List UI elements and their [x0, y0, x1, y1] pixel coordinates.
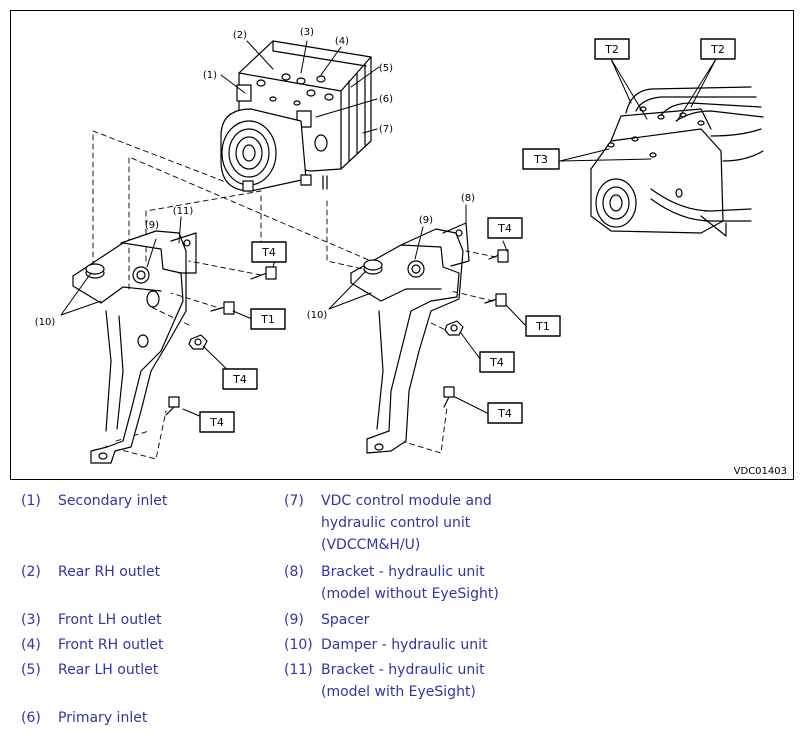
legend-text: Rear RH outlet [58, 564, 161, 580]
inset-pipe-assembly [590, 86, 764, 237]
torque-tag: T1 [535, 320, 550, 333]
callout: (10) [307, 310, 328, 321]
torque-tag: T2 [710, 43, 725, 56]
callout: (11) [173, 206, 194, 217]
legend-text: hydraulic control unit [321, 515, 471, 531]
legend-number: (2) [21, 564, 41, 580]
legend-text: Damper - hydraulic unit [321, 637, 488, 653]
torque-tag: T2 [604, 43, 619, 56]
legend-text: (model without EyeSight) [321, 586, 499, 602]
legend-text: VDC control module and [321, 493, 492, 509]
legend-text: Bracket - hydraulic unit [321, 564, 485, 580]
torque-tag: T1 [260, 313, 275, 326]
legend-number: (7) [284, 493, 304, 509]
callout: (8) [461, 193, 475, 204]
legend-number: (4) [21, 637, 41, 653]
legend-text: Front LH outlet [58, 612, 162, 628]
legend-number: (6) [21, 710, 41, 726]
legend-number: (10) [284, 637, 313, 653]
callout: (5) [379, 63, 393, 74]
callout: (9) [145, 220, 159, 231]
torque-tag: T4 [497, 222, 512, 235]
callout: (7) [379, 124, 393, 135]
callout: (2) [233, 30, 247, 41]
legend-text: (model with EyeSight) [321, 684, 476, 700]
legend-text: Bracket - hydraulic unit [321, 662, 485, 678]
torque-tag: T3 [533, 153, 548, 166]
bracket-right [350, 222, 470, 454]
legend-text: Spacer [321, 612, 370, 628]
legend-text: Secondary inlet [58, 493, 168, 509]
diagram-frame: T2 T2 T3 T4 T1 T4 T4 T4 T1 T4 T4 (1) (2)… [10, 10, 794, 480]
legend-number: (11) [284, 662, 313, 678]
legend-number: (5) [21, 662, 41, 678]
legend-number: (3) [21, 612, 41, 628]
legend-number: (8) [284, 564, 304, 580]
torque-tag: T4 [232, 373, 247, 386]
callout: (10) [35, 317, 56, 328]
legend-text: (VDCCM&H/U) [321, 537, 421, 553]
diagram-drawing: T2 T2 T3 T4 T1 T4 T4 T4 T1 T4 T4 (1) (2)… [35, 27, 764, 464]
figure-code: VDC01403 [733, 466, 787, 477]
fasteners [165, 249, 509, 416]
callout: (4) [335, 36, 349, 47]
legend-number: (9) [284, 612, 304, 628]
torque-tag-labels: T2 T2 T3 T4 T1 T4 T4 T4 T1 T4 T4 [209, 43, 725, 429]
torque-tag: T4 [209, 416, 224, 429]
callout: (3) [300, 27, 314, 38]
callout: (1) [203, 70, 217, 81]
torque-tag: T4 [497, 407, 512, 420]
legend-text: Primary inlet [58, 710, 148, 726]
legend-number: (1) [21, 493, 41, 509]
torque-tag: T4 [489, 356, 504, 369]
callout: (6) [379, 94, 393, 105]
torque-tag: T4 [261, 246, 276, 259]
legend-text: Rear LH outlet [58, 662, 159, 678]
bracket-left [72, 230, 197, 464]
assembly-guide-lines [92, 130, 497, 460]
torque-tag-boxes [199, 38, 736, 433]
callout-labels: (1) (2) (3) (4) (5) (6) (7) (8) (9) (9) … [35, 27, 475, 328]
callout: (9) [419, 215, 433, 226]
hydraulic-unit [220, 40, 372, 192]
legend-text: Front RH outlet [58, 637, 164, 653]
